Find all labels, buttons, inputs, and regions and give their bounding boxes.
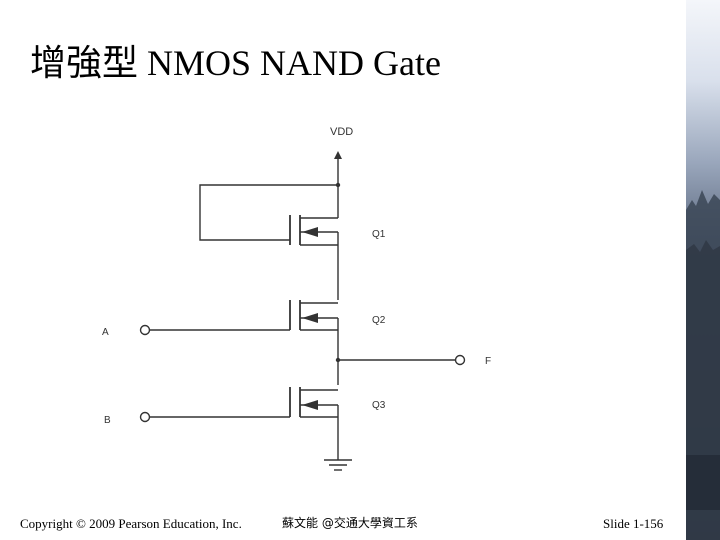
footer-copyright: Copyright © 2009 Pearson Education, Inc. <box>20 516 242 531</box>
slide-title: 增強型 NMOS NAND Gate <box>30 43 441 83</box>
footer-author: 蘇文能 @交通大學資工系 <box>282 516 418 530</box>
q1-gate-loop <box>199 184 338 241</box>
output-label: F <box>485 356 491 367</box>
side-decoration-strip <box>686 0 720 540</box>
q2-body-arrow-icon <box>302 313 318 323</box>
vdd-arrow-icon <box>334 151 342 159</box>
q1-label: Q1 <box>372 229 386 240</box>
input-b-label: B <box>104 415 111 426</box>
input-b-terminal <box>139 411 151 423</box>
junction-dot <box>335 182 341 188</box>
side-strip-graphic <box>686 0 720 540</box>
q3-label: Q3 <box>372 400 386 411</box>
footer-slide-number: Slide 1-156 <box>603 516 664 531</box>
nmos-nand-circuit: VDD Q1 Q2 Q3 A B F <box>102 126 491 471</box>
input-a-terminal <box>139 324 151 336</box>
q3-body-arrow-icon <box>302 400 318 410</box>
output-terminal <box>454 354 466 366</box>
q1-body-arrow-icon <box>302 227 318 237</box>
q2-label: Q2 <box>372 315 386 326</box>
vdd-label: VDD <box>330 126 353 138</box>
junction-dot <box>335 357 341 363</box>
input-a-label: A <box>102 327 109 338</box>
